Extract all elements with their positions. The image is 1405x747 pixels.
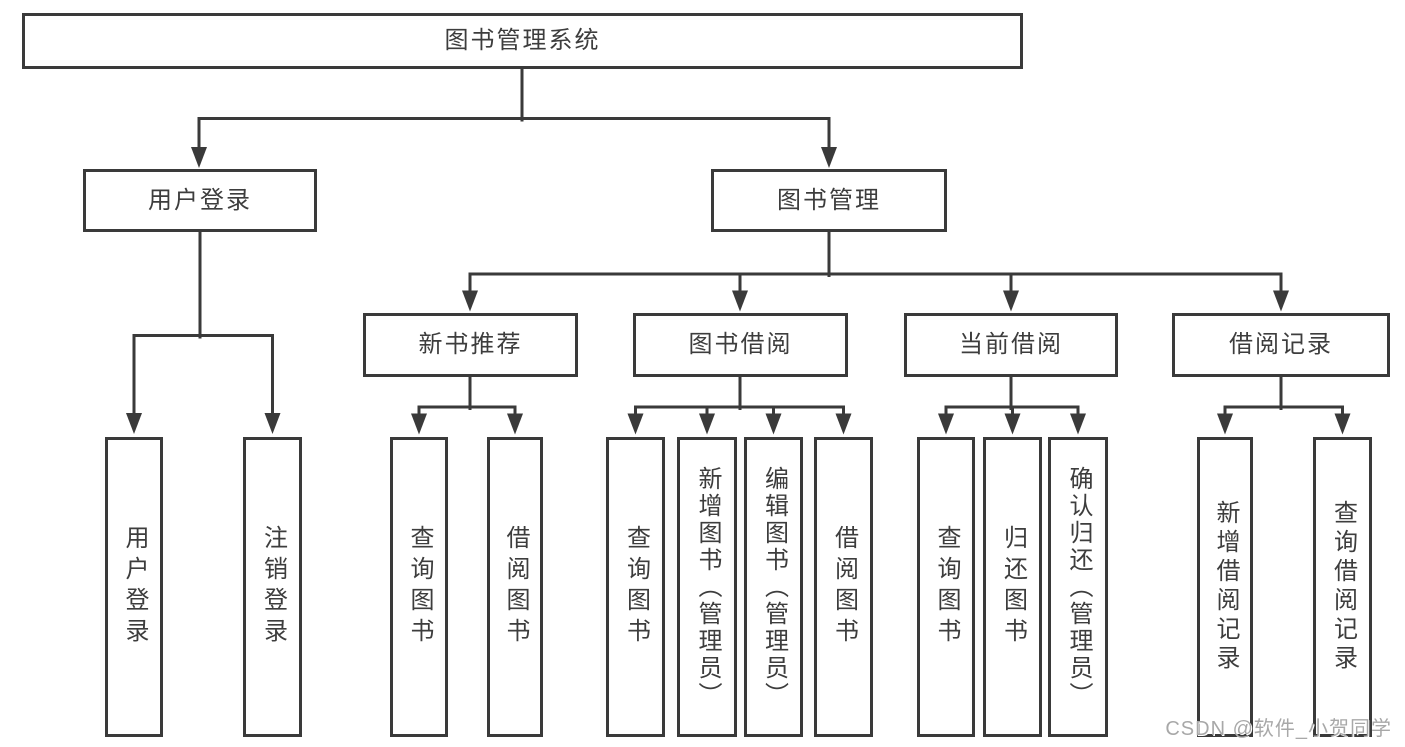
node-query-borrow-record: 查询借阅记录 (1313, 437, 1372, 737)
node-user-login: 用户登录 (83, 169, 317, 232)
node-book-borrowing: 图书借阅 (633, 313, 848, 377)
node-library-management-system: 图书管理系统 (22, 13, 1023, 69)
node-edit-books-admin: 编辑图书（管理员） (744, 437, 803, 737)
node-borrowing-records: 借阅记录 (1172, 313, 1390, 377)
node-borrow-books: 借阅图书 (487, 437, 543, 737)
node-add-books-admin: 新增图书（管理员） (677, 437, 737, 737)
node-user-login-leaf: 用户登录 (105, 437, 163, 737)
node-add-borrow-record: 新增借阅记录 (1197, 437, 1253, 737)
node-return-books: 归还图书 (983, 437, 1042, 737)
node-confirm-return-admin: 确认归还（管理员） (1048, 437, 1108, 737)
node-new-book-recommendation: 新书推荐 (363, 313, 578, 377)
node-query-books: 查询图书 (606, 437, 665, 737)
node-logout: 注销登录 (243, 437, 302, 737)
node-query-books: 查询图书 (917, 437, 975, 737)
node-query-books: 查询图书 (390, 437, 448, 737)
node-borrow-books: 借阅图书 (814, 437, 873, 737)
watermark: CSDN @软件_小贺同学 (1165, 718, 1392, 740)
node-book-management: 图书管理 (711, 169, 947, 232)
node-current-borrowing: 当前借阅 (904, 313, 1118, 377)
